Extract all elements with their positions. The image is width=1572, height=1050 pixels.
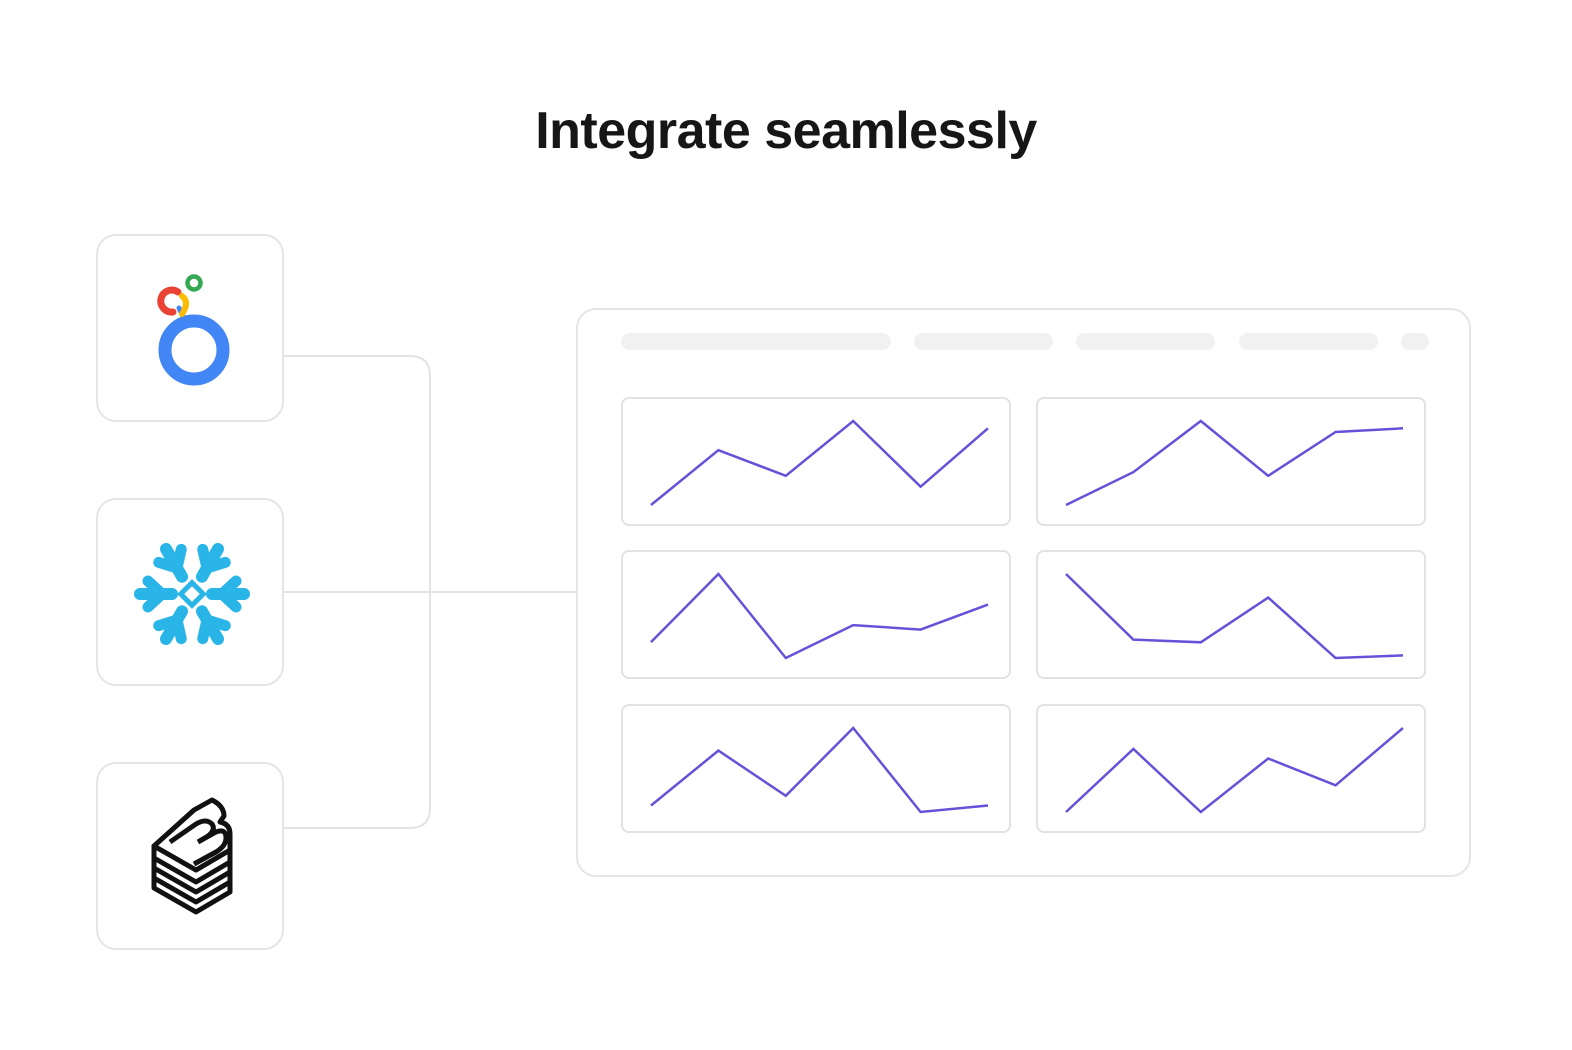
sparkline-chart <box>650 726 989 814</box>
chart-tile <box>1036 704 1426 833</box>
sparkline-chart <box>650 572 989 660</box>
dashboard-panel <box>576 308 1471 877</box>
skeleton-bar <box>1076 333 1215 350</box>
skeleton-bar <box>621 333 891 350</box>
sparkline-chart <box>1065 419 1404 507</box>
chart-tile <box>1036 550 1426 679</box>
stacked-b-icon <box>151 797 233 915</box>
sparkline-chart <box>650 419 989 506</box>
skeleton-bar <box>1239 333 1378 350</box>
skeleton-bar <box>1401 333 1429 350</box>
snowflake-icon <box>134 542 250 646</box>
snowflake-logo-card <box>96 498 284 686</box>
series-line <box>650 726 989 814</box>
series-line <box>650 419 989 506</box>
chart-tile <box>621 397 1011 526</box>
skeleton-bar <box>914 333 1053 350</box>
sparkline-chart <box>1065 573 1404 660</box>
page-title: Integrate seamlessly <box>535 102 1037 160</box>
looker-logo-card <box>96 234 284 422</box>
series-line <box>1065 419 1404 507</box>
series-line <box>650 572 989 660</box>
chart-tile <box>621 704 1011 833</box>
sparkline-chart <box>1065 727 1404 814</box>
looker-icon <box>157 274 230 386</box>
series-line <box>1065 727 1404 814</box>
chart-tile <box>1036 397 1426 526</box>
chart-tile <box>621 550 1011 679</box>
series-line <box>1065 573 1404 660</box>
dbt-bigquery-logo-card <box>96 762 284 950</box>
